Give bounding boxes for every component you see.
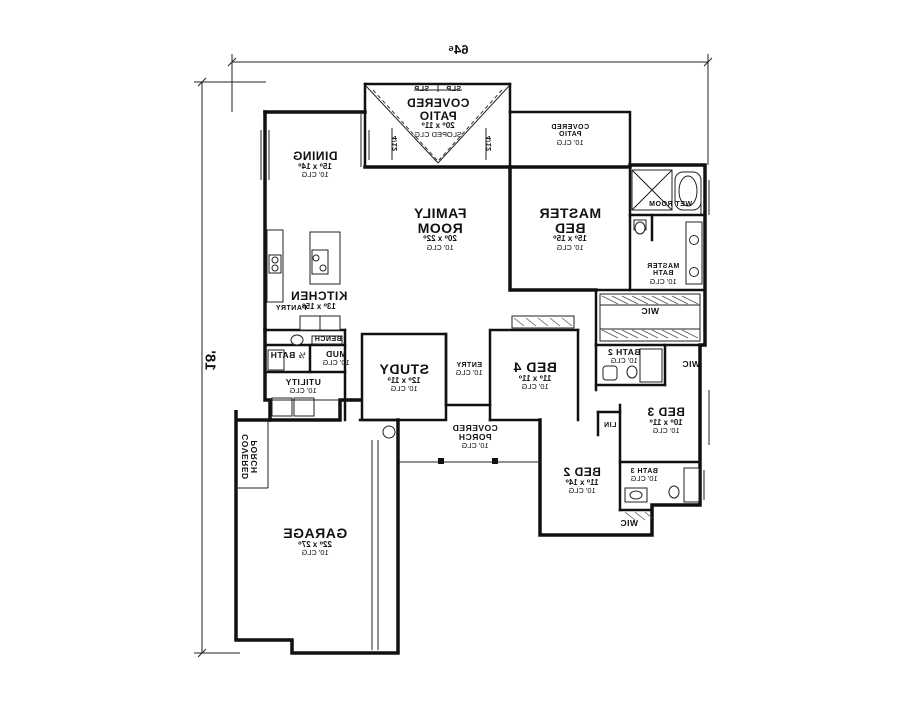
room-label-covered-patio: COVERED PATIO 20⁰ x 11⁰ SLOPED CLG: [406, 96, 470, 139]
room-label-garage: GARAGE 22⁰ x 27⁰ 10' CLG: [282, 525, 348, 558]
room-label-bed2: BED 2 11⁰ x 14⁰ 10' CLG: [563, 465, 601, 495]
dimension-lines: [194, 54, 713, 658]
room-label-bed3: BED 3 10⁰ x 11⁰ 10' CLG: [647, 405, 685, 435]
overall-width-dimension: 64⁶: [448, 42, 469, 57]
covered-patio-structure: [363, 82, 632, 169]
garage: [234, 410, 400, 655]
slope-annotation-left: SLP: [414, 86, 430, 93]
room-label-utility: UTILITY 10' CLG: [285, 377, 321, 395]
secondary-bedrooms: [594, 343, 702, 521]
room-label-master-bed: MASTER BED 15⁰ x 15⁰ 10' CLG: [538, 205, 602, 252]
room-label-pantry: PANTRY: [275, 305, 307, 312]
room-label-master-bath: MASTER BATH 10' CLG: [646, 263, 680, 286]
slope-annotation-right: SLP: [446, 86, 462, 93]
room-label-bath2: BATH 2 10' CLG: [607, 347, 641, 365]
room-label-family-room: FAMILY ROOM 20⁰ x 22⁰ 10' CLG: [413, 205, 467, 252]
room-label-mud: MUD 10' CLG: [322, 349, 350, 367]
kitchen-fixtures: [263, 229, 347, 332]
room-label-bath3: BATH 3 10' CLG: [630, 468, 658, 484]
room-label-covered-porch: COVERED PORCH 10' CLG: [452, 423, 498, 450]
room-label-wic-bath2: WIC: [681, 359, 701, 369]
room-label-bench: BENCH: [314, 336, 342, 343]
room-label-entry: ENTRY 10' CLG: [455, 362, 483, 378]
service-rooms: [263, 328, 347, 422]
room-label-covered-patio-side: COVERED PATIO 10' CLG: [550, 124, 590, 147]
room-label-bed4: BED 4 11⁰ x 11⁰ 10' CLG: [513, 359, 557, 392]
room-label-dining: DINING 15⁰ x 14⁰ 10' CLG: [292, 149, 338, 179]
master-suite: [594, 165, 707, 347]
front-rooms: [360, 315, 580, 422]
room-label-wic-master: WIC: [640, 306, 660, 316]
overall-depth-dimension: 18': [201, 350, 219, 371]
pitch-annotation-right: 4/12: [486, 135, 494, 152]
room-label-covered-porch-side: COVERED PORCH: [240, 434, 259, 480]
room-label-wet-room: WET ROOM: [648, 201, 692, 208]
room-label-half-bath: ½ BATH: [270, 350, 306, 360]
room-label-lin: LIN: [603, 422, 617, 429]
room-label-wic-bed2: WIC: [619, 518, 639, 528]
room-label-study: STUDY 12⁰ x 11⁰ 10' CLG: [379, 361, 429, 394]
